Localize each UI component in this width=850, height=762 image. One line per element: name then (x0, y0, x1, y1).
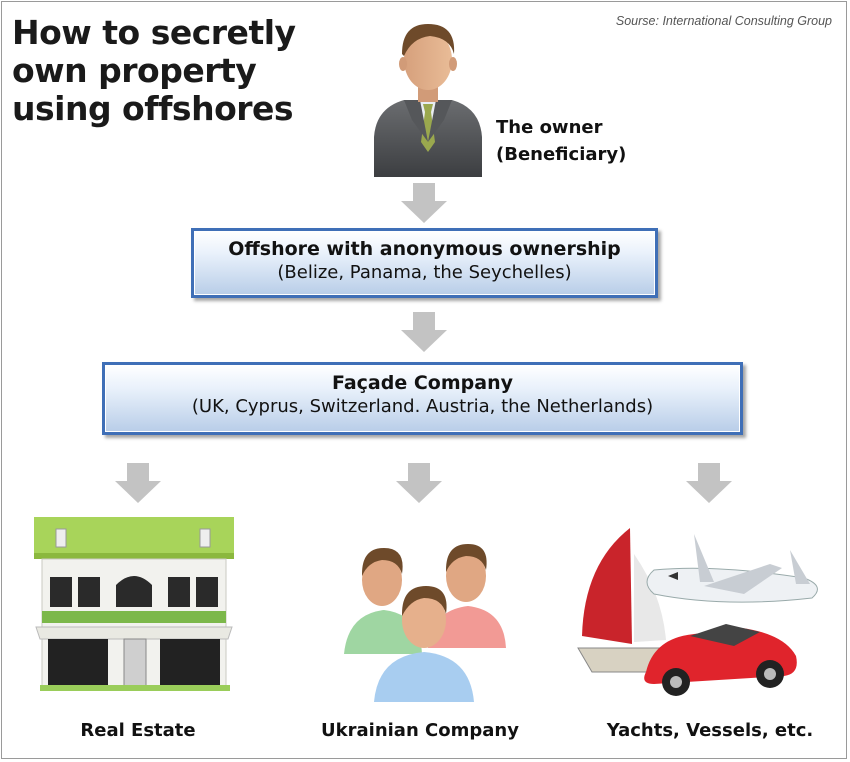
arrow-offshore-to-facade (401, 312, 447, 352)
arrow-facade-to-vehicles (686, 463, 732, 503)
facade-box: Façade Company (UK, Cyprus, Switzerland.… (102, 362, 743, 435)
people-group-icon (344, 544, 506, 702)
arrow-facade-to-real-estate (115, 463, 161, 503)
arrow-facade-to-company (396, 463, 442, 503)
offshore-box-title: Offshore with anonymous ownership (228, 238, 621, 260)
owner-label-line2: (Beneficiary) (496, 144, 627, 165)
vehicles-icon (577, 528, 818, 696)
owner-label: The owner (Beneficiary) (496, 114, 626, 168)
facade-box-title: Façade Company (331, 372, 513, 394)
caption-real-estate: Real Estate (80, 720, 196, 741)
facade-box-subtitle: (UK, Cyprus, Switzerland. Austria, the N… (191, 396, 654, 417)
caption-ukrainian-company: Ukrainian Company (321, 720, 519, 741)
businessman-icon (374, 24, 482, 177)
building-icon (34, 517, 234, 691)
offshore-box-subtitle: (Belize, Panama, the Seychelles) (277, 262, 572, 283)
arrow-owner-to-offshore (401, 183, 447, 223)
source-note: Sourse: International Consulting Group (615, 14, 832, 28)
owner-label-line1: The owner (496, 117, 603, 138)
diagram-title: How to secretly own property using offsh… (12, 13, 296, 128)
caption-vehicles: Yachts, Vessels, etc. (606, 720, 814, 741)
offshore-box: Offshore with anonymous ownership (Beliz… (191, 228, 658, 298)
